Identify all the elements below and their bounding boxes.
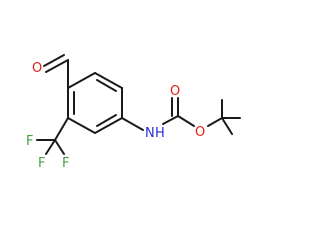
aldehyde-oxygen-label: O <box>32 61 42 76</box>
ring-bond-top-left <box>67 72 96 89</box>
ring-bond-bottom-right <box>94 117 123 134</box>
ester-oxygen-label: O <box>195 125 205 140</box>
molecule-diagram: O F F F N H O O <box>26 54 241 171</box>
amine-hydrogen-label: H <box>155 126 165 141</box>
tbutyl-methyl-down <box>221 117 233 135</box>
trifluoromethyl-group: F F F <box>26 117 69 171</box>
benzene-ring <box>67 72 123 134</box>
cf3-f2-bond <box>45 139 56 155</box>
aldehyde-group: O <box>32 54 69 89</box>
carbonyl-ester-o-bond <box>177 115 195 127</box>
cf3-c-bond <box>54 117 69 141</box>
boc-carbamate-group: N H O O <box>121 84 241 141</box>
carbonyl-oxygen-label: O <box>170 84 180 99</box>
structure-canvas: O F F F N H O O <box>26 54 241 171</box>
n-carbonyl-bond <box>162 115 179 125</box>
cf3-f3-bond <box>54 139 65 155</box>
ring-bond-top-right <box>94 72 123 89</box>
aldehyde-co-bond-1 <box>45 59 69 73</box>
ring-double-bond-1 <box>96 79 117 92</box>
ring-n-bond <box>121 117 144 131</box>
fluorine-2-label: F <box>38 156 45 171</box>
ester-tbutyl-bond <box>207 117 223 127</box>
fluorine-1-label: F <box>26 134 33 149</box>
ring-bond-bottom-left <box>67 117 96 134</box>
amine-nitrogen-label: N <box>145 126 155 141</box>
ring-double-bond-2 <box>96 114 117 127</box>
fluorine-3-label: F <box>62 156 69 171</box>
aldehyde-co-bond-2 <box>43 54 65 67</box>
